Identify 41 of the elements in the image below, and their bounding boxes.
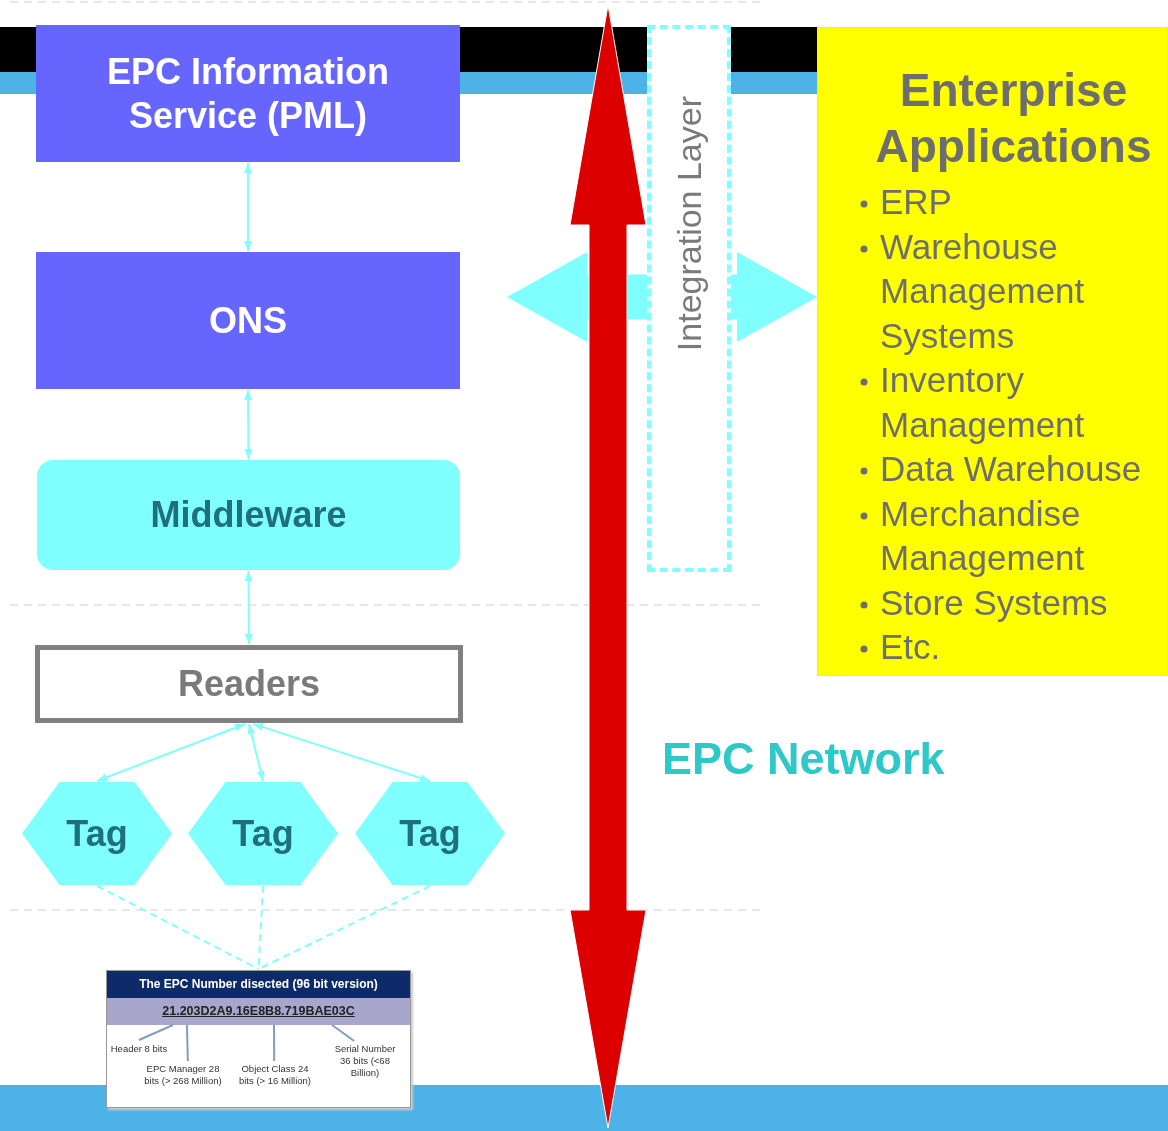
part-label: Serial Number 36 bits (<68 Billion) [329,1043,401,1083]
service-box [36,25,460,162]
arrow [244,162,252,252]
panel-heading: Enterprise Applications [874,63,1153,174]
arrow [244,570,253,645]
part-label: Header 8 bits [109,1043,169,1057]
box-label: Readers [177,662,321,706]
tag-label: Tag [232,811,294,856]
arrow [247,723,265,782]
tag-label: Tag [399,811,461,856]
list-item: Merchandise Management [880,492,1086,579]
part-label: EPC Manager 28 bits (> 268 Million) [143,1063,223,1103]
list-item: Warehouse Management Systems [880,225,1086,357]
list-item: Store Systems [880,581,1109,624]
reader-box [35,645,463,723]
vertical-label: Integration Layer [669,95,709,352]
box-label: ONS [209,298,287,343]
arrow [252,723,431,782]
leader-line [186,1024,189,1062]
applications-panel [817,27,1168,676]
leader-line [138,1024,174,1041]
list-item: Etc. [880,626,942,668]
box-label: EPC Information Service (PML) [106,50,390,137]
list-item: ERP [880,181,953,223]
integration-layer-box [647,25,731,572]
leader-line [331,1024,356,1042]
arrow [244,389,253,460]
epc-number: 21.203D2A9.16E8B8.719BAE03C [107,998,410,1025]
leader-line [273,1024,276,1062]
arrow [96,723,246,782]
list-item: Inventory Management [880,359,1086,446]
middleware-box [37,460,460,570]
tag-label: Tag [66,811,128,856]
dashed-line [96,885,260,970]
service-box [36,252,460,389]
figure-title: The EPC Number disected (96 bit version) [107,971,410,998]
network-label: EPC Network [662,733,945,785]
epc-number-figure [106,970,411,1108]
box-label: Middleware [150,493,347,537]
part-label: Object Class 24 bits (> 16 Million) [235,1063,315,1103]
list-item: Data Warehouse [880,448,1143,490]
